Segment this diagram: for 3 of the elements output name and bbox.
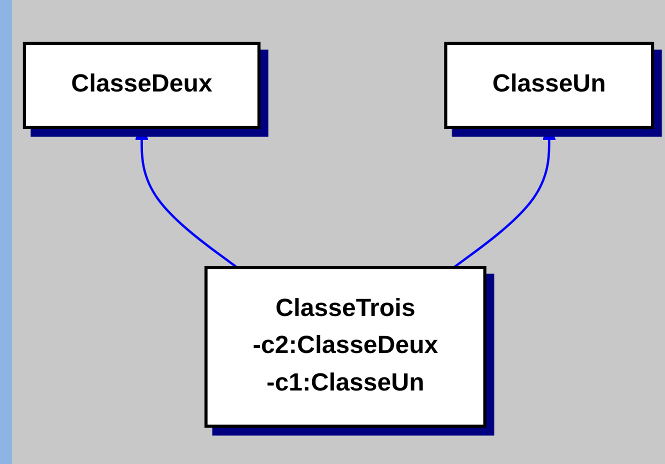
node-box: ClasseDeux [22,42,261,130]
node-box: ClasseUn [444,42,654,130]
node-box: ClasseTrois -c2:ClasseDeux -c1:ClasseUn [204,266,486,428]
